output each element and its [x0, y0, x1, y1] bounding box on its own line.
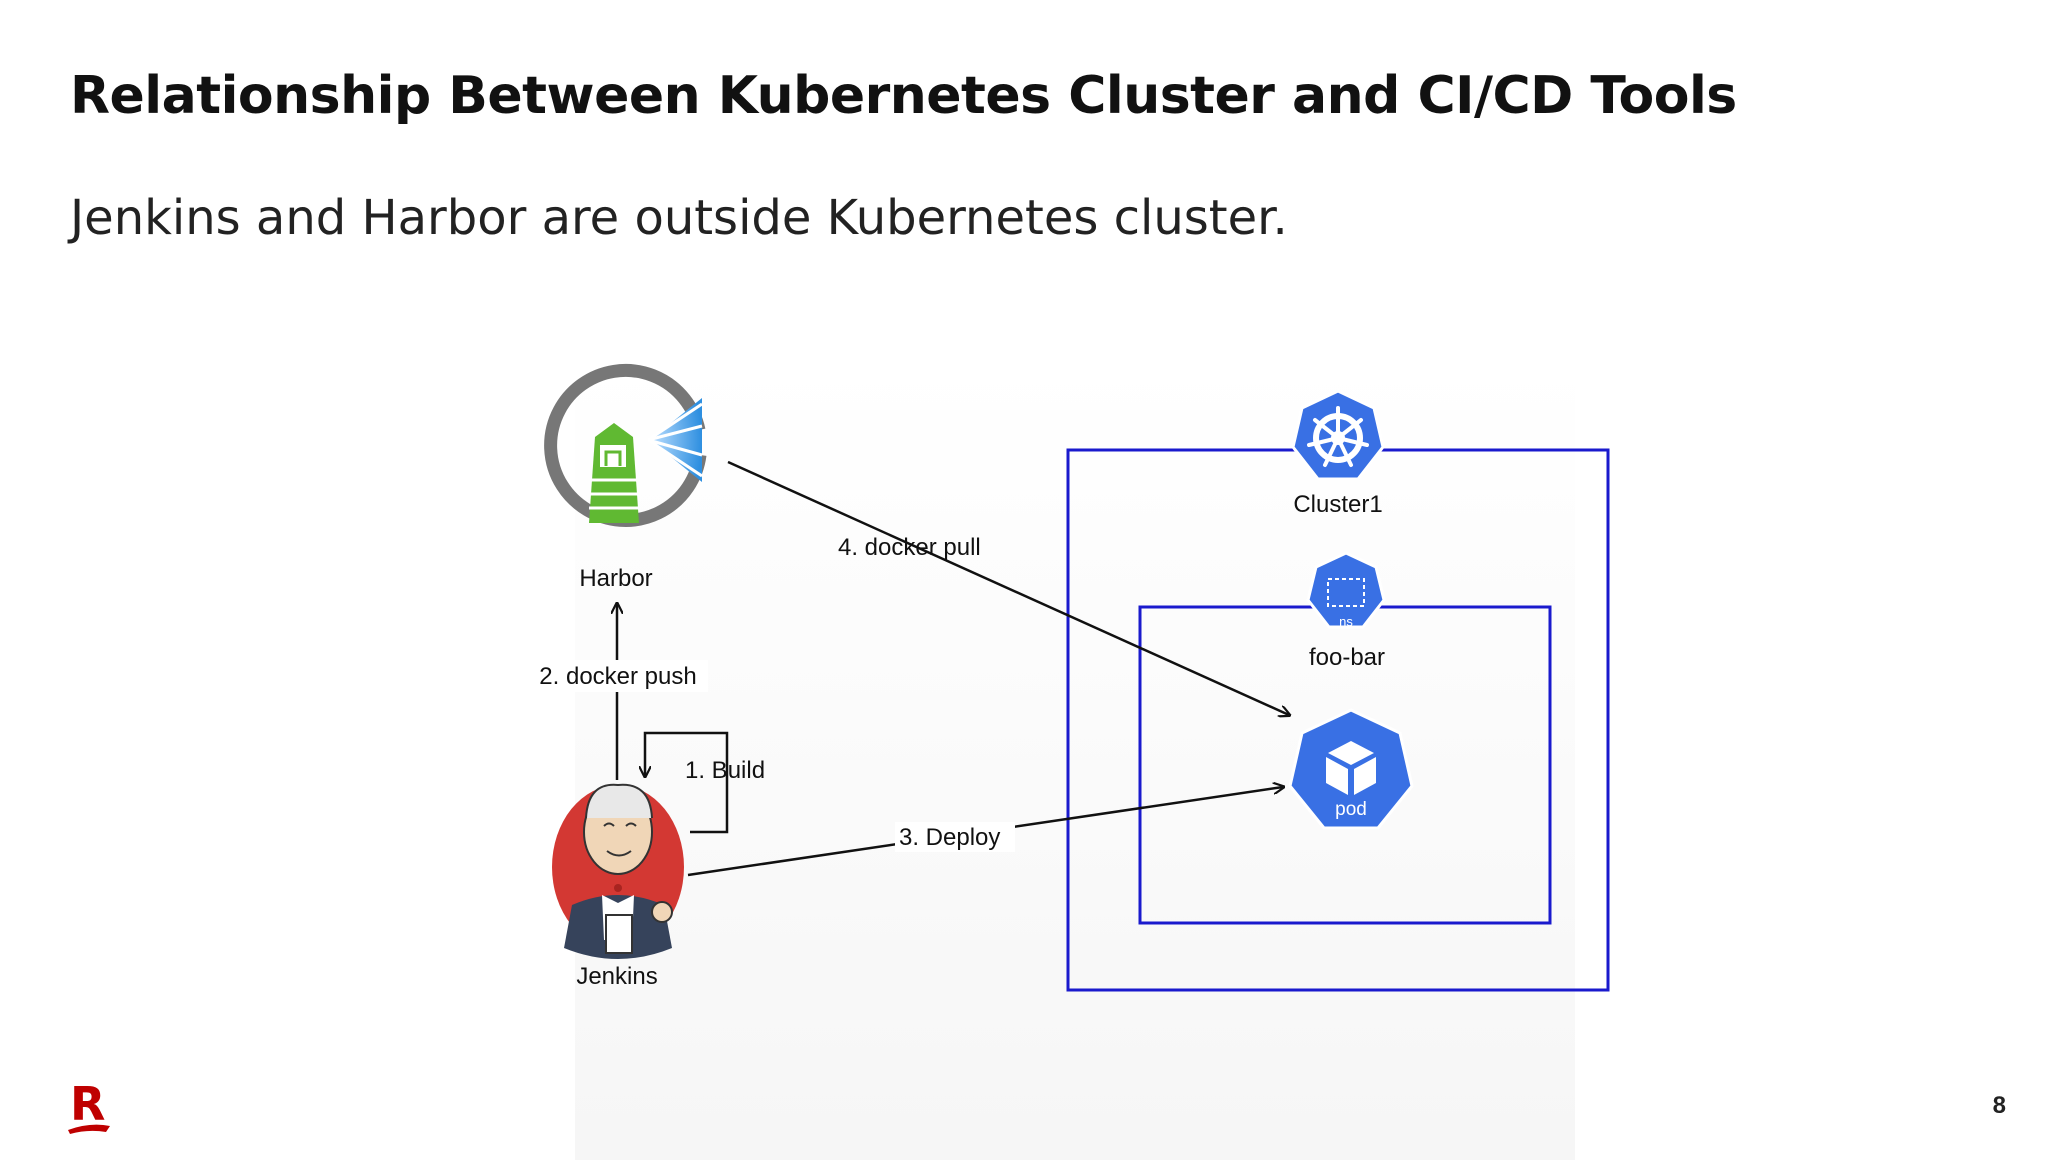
jenkins-label: Jenkins [576, 963, 657, 990]
build-label: 1. Build [685, 757, 765, 784]
jenkins-butler-icon [552, 783, 684, 959]
docker-pull-arrow [727, 460, 1289, 715]
brand-logo-letter: R [70, 1080, 105, 1131]
namespace-icon-text: ns [1339, 614, 1353, 629]
page-number: 8 [1992, 1092, 2006, 1119]
docker-push-label: 2. docker push [539, 663, 696, 690]
docker-pull-label: 4. docker pull [838, 534, 981, 561]
slide-subtitle: Jenkins and Harbor are outside Kubernete… [70, 190, 1288, 246]
pod-icon: pod [1288, 708, 1414, 830]
harbor-label: Harbor [579, 565, 652, 592]
pod-icon-text: pod [1335, 799, 1367, 820]
namespace-label: foo-bar [1309, 644, 1385, 671]
slide-title: Relationship Between Kubernetes Cluster … [70, 66, 1737, 126]
cluster-label: Cluster1 [1293, 491, 1382, 518]
deploy-label: 3. Deploy [899, 824, 1000, 851]
build-loop-arrow [645, 731, 729, 834]
harbor-logo-icon [544, 363, 707, 527]
brand-logo: R [68, 1080, 110, 1134]
kubernetes-wheel-icon [1291, 389, 1385, 481]
diagram-background [575, 360, 1575, 1160]
namespace-icon: ns [1306, 551, 1386, 629]
